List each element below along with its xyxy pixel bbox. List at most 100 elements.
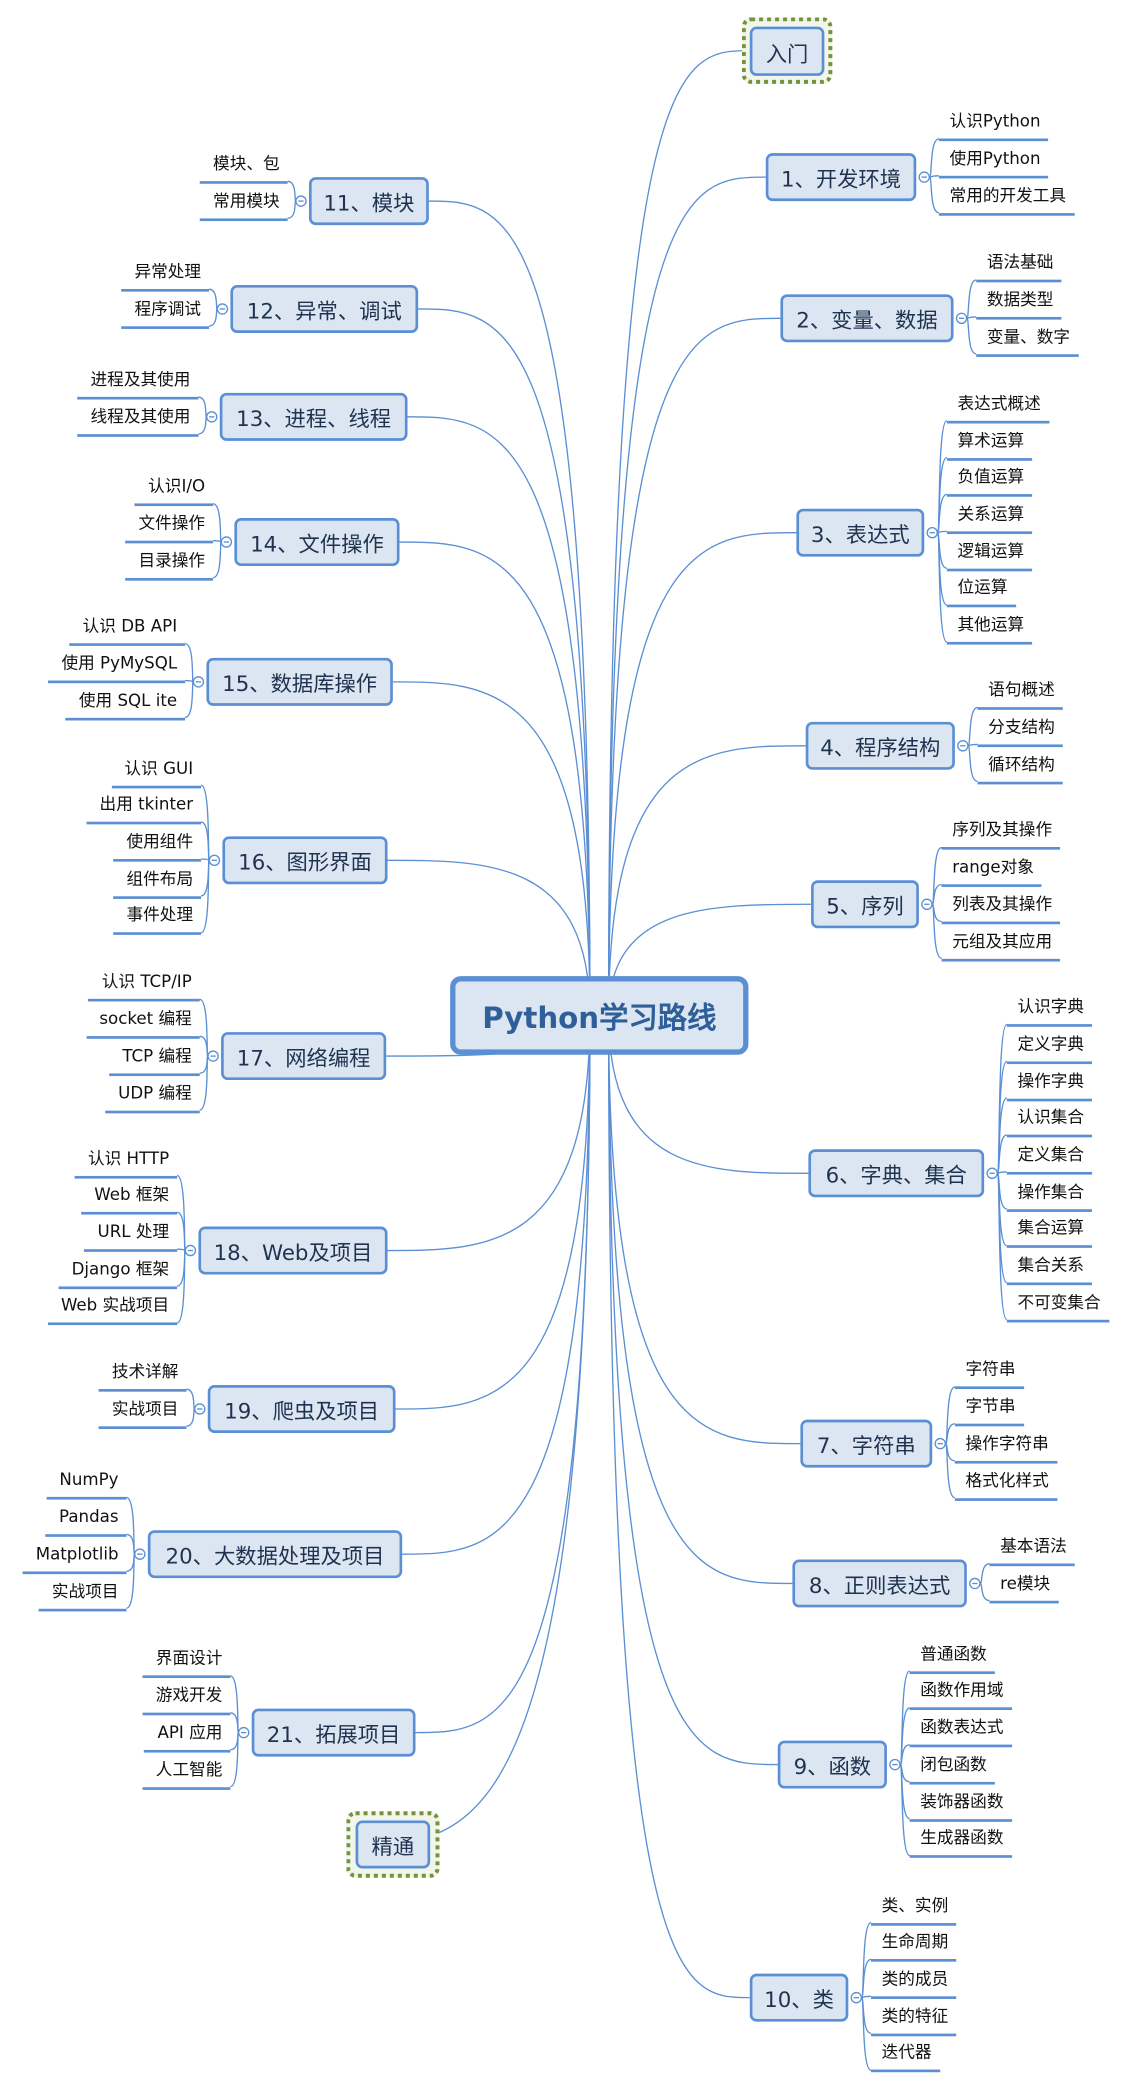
branch-topic[interactable]: 7、字符串 bbox=[800, 1419, 933, 1468]
branch-topic[interactable]: 20、大数据处理及项目 bbox=[147, 1530, 403, 1579]
subtopic[interactable]: 序列及其操作 bbox=[941, 814, 1061, 851]
subtopic[interactable]: 其他运算 bbox=[946, 609, 1033, 645]
subtopic[interactable]: URL 处理 bbox=[84, 1216, 178, 1252]
subtopic[interactable]: Matplotlib bbox=[22, 1538, 127, 1574]
branch-topic[interactable]: 1、开发环境 bbox=[765, 153, 917, 202]
subtopic[interactable]: 模块、包 bbox=[199, 148, 288, 184]
subtopic[interactable]: 字节串 bbox=[954, 1391, 1024, 1427]
subtopic[interactable]: 操作字符串 bbox=[954, 1427, 1057, 1464]
branch-topic[interactable]: 12、异常、调试 bbox=[230, 284, 419, 333]
subtopic[interactable]: 函数作用域 bbox=[909, 1675, 1012, 1711]
branch-topic[interactable]: 14、文件操作 bbox=[234, 518, 400, 566]
subtopic[interactable]: 循环结构 bbox=[977, 748, 1063, 784]
subtopic[interactable]: 使用组件 bbox=[113, 826, 202, 862]
subtopic[interactable]: Pandas bbox=[45, 1501, 127, 1538]
subtopic[interactable]: Django 框架 bbox=[58, 1253, 178, 1289]
subtopic[interactable]: 负值运算 bbox=[946, 461, 1033, 498]
subtopic[interactable]: 常用的开发工具 bbox=[938, 179, 1075, 216]
subtopic[interactable]: 使用Python bbox=[938, 142, 1049, 179]
branch-topic[interactable]: 13、进程、线程 bbox=[219, 392, 408, 441]
subtopic[interactable]: 类、实例 bbox=[870, 1889, 957, 1926]
subtopic[interactable]: 不可变集合 bbox=[1006, 1286, 1109, 1323]
branch-topic[interactable]: 8、正则表达式 bbox=[792, 1559, 967, 1608]
subtopic[interactable]: socket 编程 bbox=[86, 1003, 200, 1039]
subtopic[interactable]: 认识 DB API bbox=[69, 610, 186, 647]
subtopic[interactable]: 装饰器函数 bbox=[909, 1785, 1012, 1822]
central-topic[interactable]: Python学习路线 bbox=[450, 976, 749, 1055]
subtopic[interactable]: 技术详解 bbox=[98, 1356, 187, 1392]
subtopic[interactable]: 生命周期 bbox=[870, 1926, 957, 1963]
subtopic[interactable]: 出用 tkinter bbox=[86, 789, 202, 825]
subtopic[interactable]: 算术运算 bbox=[946, 424, 1033, 461]
subtopic[interactable]: 定义字典 bbox=[1006, 1028, 1093, 1064]
subtopic[interactable]: 认识 HTTP bbox=[74, 1142, 178, 1179]
subtopic[interactable]: 使用 SQL ite bbox=[65, 684, 186, 721]
subtopic[interactable]: NumPy bbox=[46, 1464, 127, 1501]
subtopic[interactable]: 认识字典 bbox=[1006, 991, 1093, 1028]
branch-topic[interactable]: 16、图形界面 bbox=[222, 836, 388, 885]
subtopic[interactable]: 认识I/O bbox=[134, 471, 214, 507]
subtopic[interactable]: 认识 TCP/IP bbox=[88, 966, 200, 1003]
subtopic[interactable]: 分支结构 bbox=[977, 711, 1063, 748]
subtopic[interactable]: API 应用 bbox=[144, 1716, 231, 1753]
branch-topic[interactable]: 4、程序结构 bbox=[805, 721, 955, 770]
subtopic[interactable]: 常用模块 bbox=[199, 185, 288, 221]
subtopic[interactable]: 集合运算 bbox=[1006, 1212, 1093, 1249]
subtopic[interactable]: 字符串 bbox=[954, 1354, 1024, 1390]
subtopic[interactable]: 基本语法 bbox=[989, 1530, 1075, 1567]
subtopic[interactable]: 类的成员 bbox=[870, 1963, 957, 1999]
branch-topic[interactable]: 6、字典、集合 bbox=[808, 1149, 985, 1198]
subtopic[interactable]: 表达式概述 bbox=[946, 387, 1049, 424]
subtopic[interactable]: Web 实战项目 bbox=[47, 1290, 178, 1326]
subtopic[interactable]: 定义集合 bbox=[1006, 1139, 1093, 1175]
subtopic[interactable]: 认识 GUI bbox=[111, 752, 202, 788]
subtopic[interactable]: 游戏开发 bbox=[142, 1680, 231, 1716]
subtopic[interactable]: 认识集合 bbox=[1006, 1102, 1093, 1138]
subtopic[interactable]: 目录操作 bbox=[125, 544, 214, 581]
subtopic[interactable]: 列表及其操作 bbox=[941, 888, 1061, 925]
subtopic[interactable]: 格式化样式 bbox=[954, 1464, 1057, 1501]
subtopic[interactable]: 迭代器 bbox=[870, 2037, 940, 2073]
subtopic[interactable]: 类的特征 bbox=[870, 2000, 957, 2036]
branch-topic[interactable]: 3、表达式 bbox=[796, 508, 925, 557]
subtopic[interactable]: 线程及其使用 bbox=[77, 401, 199, 437]
subtopic[interactable]: 界面设计 bbox=[142, 1643, 231, 1679]
subtopic[interactable]: 数据类型 bbox=[976, 284, 1062, 320]
subtopic[interactable]: 闭包函数 bbox=[909, 1748, 995, 1785]
subtopic[interactable]: 语法基础 bbox=[976, 247, 1062, 283]
branch-topic[interactable]: 10、类 bbox=[749, 1973, 849, 2022]
branch-topic[interactable]: 15、数据库操作 bbox=[206, 657, 393, 706]
subtopic[interactable]: 认识Python bbox=[938, 106, 1049, 142]
branch-topic[interactable]: 5、序列 bbox=[811, 880, 919, 929]
subtopic[interactable]: 实战项目 bbox=[98, 1393, 187, 1429]
branch-topic[interactable]: 21、拓展项目 bbox=[251, 1708, 416, 1757]
subtopic[interactable]: 组件布局 bbox=[113, 863, 202, 899]
subtopic[interactable]: 语句概述 bbox=[977, 674, 1063, 711]
branch-topic[interactable]: 17、网络编程 bbox=[221, 1032, 387, 1081]
subtopic[interactable]: range对象 bbox=[941, 851, 1042, 888]
subtopic[interactable]: 普通函数 bbox=[909, 1638, 995, 1674]
subtopic[interactable]: 操作字典 bbox=[1006, 1065, 1093, 1101]
branch-topic[interactable]: 2、变量、数据 bbox=[780, 294, 954, 343]
subtopic[interactable]: 操作集合 bbox=[1006, 1176, 1093, 1212]
end-node[interactable]: 精通 bbox=[355, 1820, 431, 1869]
branch-topic[interactable]: 11、模块 bbox=[308, 177, 429, 226]
subtopic[interactable]: 文件操作 bbox=[125, 507, 214, 544]
subtopic[interactable]: TCP 编程 bbox=[108, 1040, 200, 1076]
subtopic[interactable]: 实战项目 bbox=[38, 1575, 127, 1611]
subtopic[interactable]: 人工智能 bbox=[142, 1753, 231, 1790]
subtopic[interactable]: UDP 编程 bbox=[104, 1077, 200, 1113]
subtopic[interactable]: 位运算 bbox=[946, 572, 1016, 608]
subtopic[interactable]: 事件处理 bbox=[113, 899, 202, 936]
subtopic[interactable]: 逻辑运算 bbox=[946, 535, 1033, 571]
subtopic[interactable]: 关系运算 bbox=[946, 498, 1033, 535]
subtopic[interactable]: 生成器函数 bbox=[909, 1822, 1012, 1859]
subtopic[interactable]: 异常处理 bbox=[121, 256, 210, 292]
branch-topic[interactable]: 18、Web及项目 bbox=[198, 1226, 388, 1275]
subtopic[interactable]: Web 框架 bbox=[80, 1179, 178, 1215]
subtopic[interactable]: 变量、数字 bbox=[976, 321, 1079, 357]
subtopic[interactable]: 函数表达式 bbox=[909, 1711, 1012, 1748]
branch-topic[interactable]: 9、函数 bbox=[777, 1740, 887, 1789]
start-node[interactable]: 入门 bbox=[749, 26, 825, 76]
subtopic[interactable]: re模块 bbox=[989, 1567, 1059, 1604]
